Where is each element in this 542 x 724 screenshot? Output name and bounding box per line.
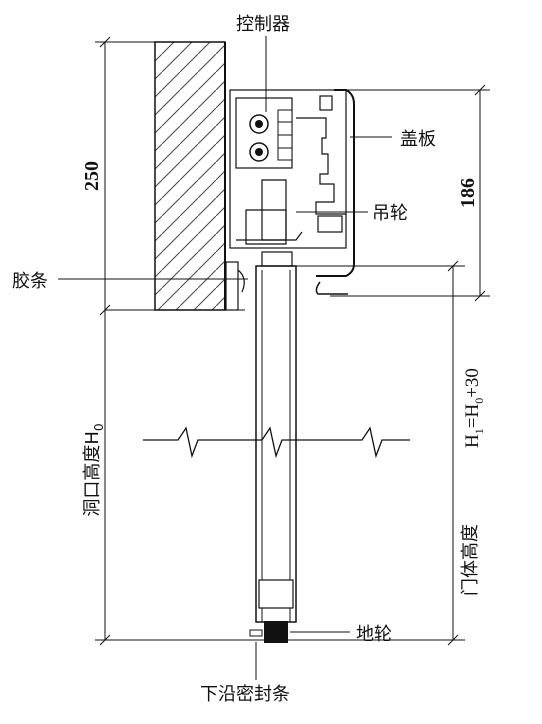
label-controller: 控制器 (236, 14, 290, 35)
controller-rollers (249, 109, 293, 162)
label-floor-wheel: 地轮 (356, 624, 392, 645)
label-rubber-strip: 胶条 (12, 271, 48, 292)
label-opening-height: 洞口高度H0 (82, 423, 106, 516)
dimension-lines (95, 36, 490, 646)
dimension-h1: H1=H0+30 (462, 368, 486, 448)
label-hanger-wheel: 吊轮 (372, 203, 408, 224)
leader-lines (58, 36, 392, 680)
wall-lintel (105, 41, 245, 311)
dimension-250: 250 (81, 161, 103, 191)
rubber-strip (225, 261, 245, 311)
break-line (143, 426, 410, 459)
label-bottom-seal: 下沿密封条 (200, 684, 290, 705)
label-door-height: 门体高度 (460, 524, 481, 596)
header-assembly (229, 89, 355, 295)
floor-wheel (249, 621, 288, 643)
door-leaf (255, 265, 297, 623)
label-cover: 盖板 (400, 129, 436, 150)
dimension-186: 186 (457, 178, 479, 208)
